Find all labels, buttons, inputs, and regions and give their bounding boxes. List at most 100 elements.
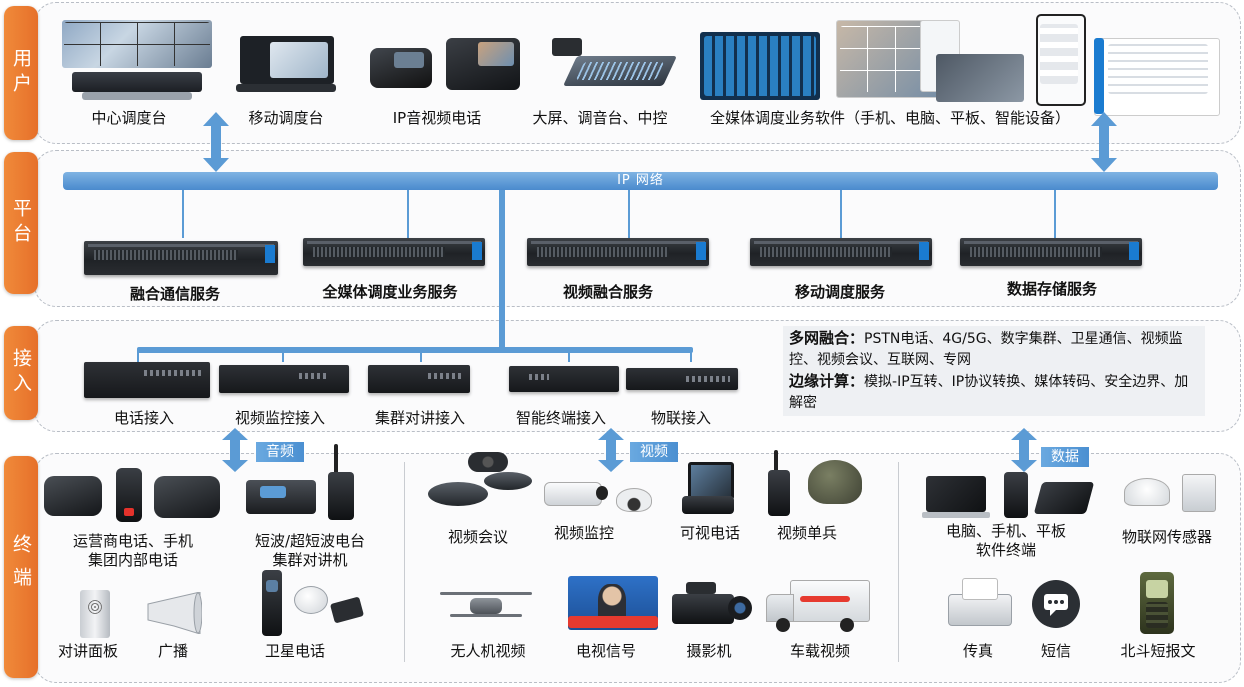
terminal-label-beidou: 北斗短报文 xyxy=(1120,642,1196,660)
link-server-3 xyxy=(628,190,630,238)
terminal-label-radio: 短波/超短波电台 集群对讲机 xyxy=(255,532,365,570)
video-phone-image xyxy=(682,462,734,516)
terminal-label-videosoldier: 视频单兵 xyxy=(776,524,838,542)
tv-signal-image xyxy=(568,576,658,630)
device-video-monitor-access xyxy=(219,365,349,393)
access-drop-2 xyxy=(282,350,284,362)
iot-sensor-image xyxy=(1124,472,1220,512)
user-label-mobile: 移动调度台 xyxy=(248,109,324,127)
server-media-dispatch xyxy=(303,238,485,266)
terminal-label-vehicle: 车载视频 xyxy=(789,642,851,660)
device-iot-access xyxy=(626,368,738,390)
terminal-label-softterm-line2: 软件终端 xyxy=(975,541,1037,559)
service-label-3: 视频融合服务 xyxy=(562,283,654,301)
arrow-data xyxy=(1011,428,1037,472)
tag-video: 视频 xyxy=(630,442,678,462)
note-edge-computing: 边缘计算：模拟-IP互转、IP协议转换、媒体转码、安全边界、加解密 xyxy=(789,371,1199,414)
sms-image xyxy=(1032,580,1080,628)
link-server-5 xyxy=(1054,190,1056,238)
note-multi-title: 多网融合： xyxy=(789,329,865,347)
layer-tab-access: 接入 xyxy=(4,326,38,420)
access-drop-1 xyxy=(137,350,139,362)
ip-network-bar: IP 网络 xyxy=(63,172,1218,190)
server-mobile-dispatch xyxy=(750,238,932,266)
device-smart-terminal-access xyxy=(509,366,619,392)
user-label-mixer: 大屏、调音台、中控 xyxy=(532,109,668,127)
user-label-central: 中心调度台 xyxy=(91,109,167,127)
terminal-label-carrier-line1: 运营商电话、手机 xyxy=(72,532,194,550)
note-edge-text: 模拟-IP互转、IP协议转换、媒体转码、安全边界、加解密 xyxy=(789,374,1189,411)
access-label-4: 智能终端接入 xyxy=(515,409,607,427)
service-label-4: 移动调度服务 xyxy=(794,283,886,301)
mobile-dispatch-image xyxy=(236,36,336,92)
server-fusion-comm xyxy=(84,241,278,275)
layer-tab-user: 用户 xyxy=(4,6,38,140)
access-label-2: 视频监控接入 xyxy=(234,409,326,427)
user-label-media-software: 全媒体调度业务软件（手机、电脑、平板、智能设备） xyxy=(709,109,1071,127)
media-software-image xyxy=(700,14,1220,116)
soft-terminal-image xyxy=(922,472,1095,520)
terminal-label-camera: 摄影机 xyxy=(686,642,732,660)
arrow-audio xyxy=(222,428,248,472)
tag-audio: 音频 xyxy=(256,442,304,462)
chat-bubble-icon xyxy=(1032,580,1080,628)
terminal-label-sms: 短信 xyxy=(1040,642,1072,660)
service-label-5: 数据存储服务 xyxy=(1006,280,1098,298)
arrow-video xyxy=(598,428,624,472)
mixer-image xyxy=(550,38,677,94)
terminal-label-videomon: 视频监控 xyxy=(553,524,615,542)
broadcast-horn-image xyxy=(146,591,203,635)
camcorder-image xyxy=(672,578,754,632)
service-label-2: 全媒体调度业务服务 xyxy=(322,283,458,301)
video-soldier-image xyxy=(768,450,870,516)
device-trunking-access xyxy=(368,365,470,393)
intercom-panel-image xyxy=(80,590,110,638)
terminal-label-radio-line1: 短波/超短波电台 xyxy=(254,532,366,550)
note-multi-network: 多网融合：PSTN电话、4G/5G、数字集群、卫星通信、视频监控、视频会议、互联… xyxy=(789,328,1199,371)
vehicle-image xyxy=(766,580,870,632)
note-edge-title: 边缘计算： xyxy=(789,372,865,390)
arrow-user-right xyxy=(1091,112,1117,172)
server-video-fusion xyxy=(527,238,709,266)
access-label-1: 电话接入 xyxy=(113,409,175,427)
layer-tab-platform: 平台 xyxy=(4,152,38,294)
arrow-user-left xyxy=(203,112,229,172)
link-server-4 xyxy=(840,190,842,238)
trunk-to-access xyxy=(499,190,505,352)
satellite-phone-image xyxy=(258,570,368,638)
terminal-divider-1 xyxy=(404,462,405,662)
server-data-storage xyxy=(960,238,1142,266)
ip-phone-image xyxy=(370,38,520,94)
terminal-label-videoconf: 视频会议 xyxy=(447,528,509,546)
surveillance-camera-image xyxy=(544,478,664,518)
terminal-label-intercom: 对讲面板 xyxy=(57,642,119,660)
terminal-label-radio-line2: 集群对讲机 xyxy=(272,551,348,569)
ip-network-label: IP 网络 xyxy=(617,173,664,188)
link-server-1 xyxy=(182,190,184,238)
central-dispatch-image xyxy=(62,20,212,100)
terminal-label-tv: 电视信号 xyxy=(575,642,637,660)
note-multi-text: PSTN电话、4G/5G、数字集群、卫星通信、视频监控、视频会议、互联网、专网 xyxy=(789,331,1183,368)
terminal-label-iot: 物联网传感器 xyxy=(1121,528,1213,546)
terminal-label-drone: 无人机视频 xyxy=(450,642,526,660)
drone-image xyxy=(440,586,532,628)
user-label-ip-phone: IP音视频电话 xyxy=(392,109,482,127)
terminal-divider-2 xyxy=(898,462,899,662)
device-phone-access xyxy=(84,362,210,398)
terminal-label-softterm-line1: 电脑、手机、平板 xyxy=(945,522,1067,540)
terminal-label-carrier-line2: 集团内部电话 xyxy=(87,551,179,569)
service-label-1: 融合通信服务 xyxy=(129,285,221,303)
terminal-label-broadcast: 广播 xyxy=(157,642,189,660)
terminal-label-satphone: 卫星电话 xyxy=(264,642,326,660)
layer-tab-terminal: 终端 xyxy=(4,456,38,678)
access-bus xyxy=(137,347,693,353)
access-label-5: 物联接入 xyxy=(650,409,712,427)
access-label-3: 集群对讲接入 xyxy=(374,409,466,427)
terminal-label-fax: 传真 xyxy=(962,642,994,660)
video-conference-image xyxy=(428,452,532,520)
access-drop-5 xyxy=(690,350,692,362)
terminal-label-carrier: 运营商电话、手机 集团内部电话 xyxy=(73,532,193,570)
access-drop-3 xyxy=(420,350,422,362)
terminal-label-softterm: 电脑、手机、平板 软件终端 xyxy=(946,522,1066,560)
access-drop-4 xyxy=(568,350,570,362)
